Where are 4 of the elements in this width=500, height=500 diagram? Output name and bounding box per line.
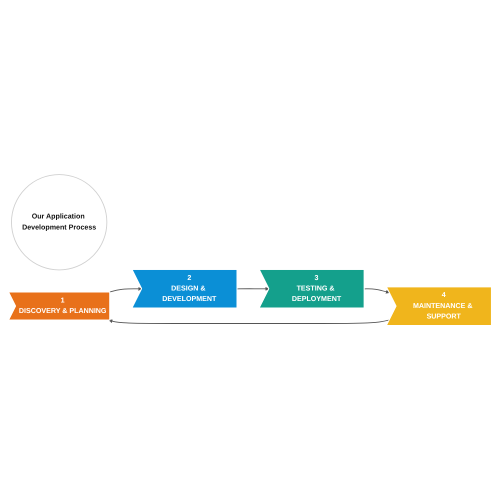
arrow (236, 286, 270, 291)
arrow (108, 319, 390, 324)
arrow (364, 288, 390, 294)
arrow (108, 286, 142, 293)
